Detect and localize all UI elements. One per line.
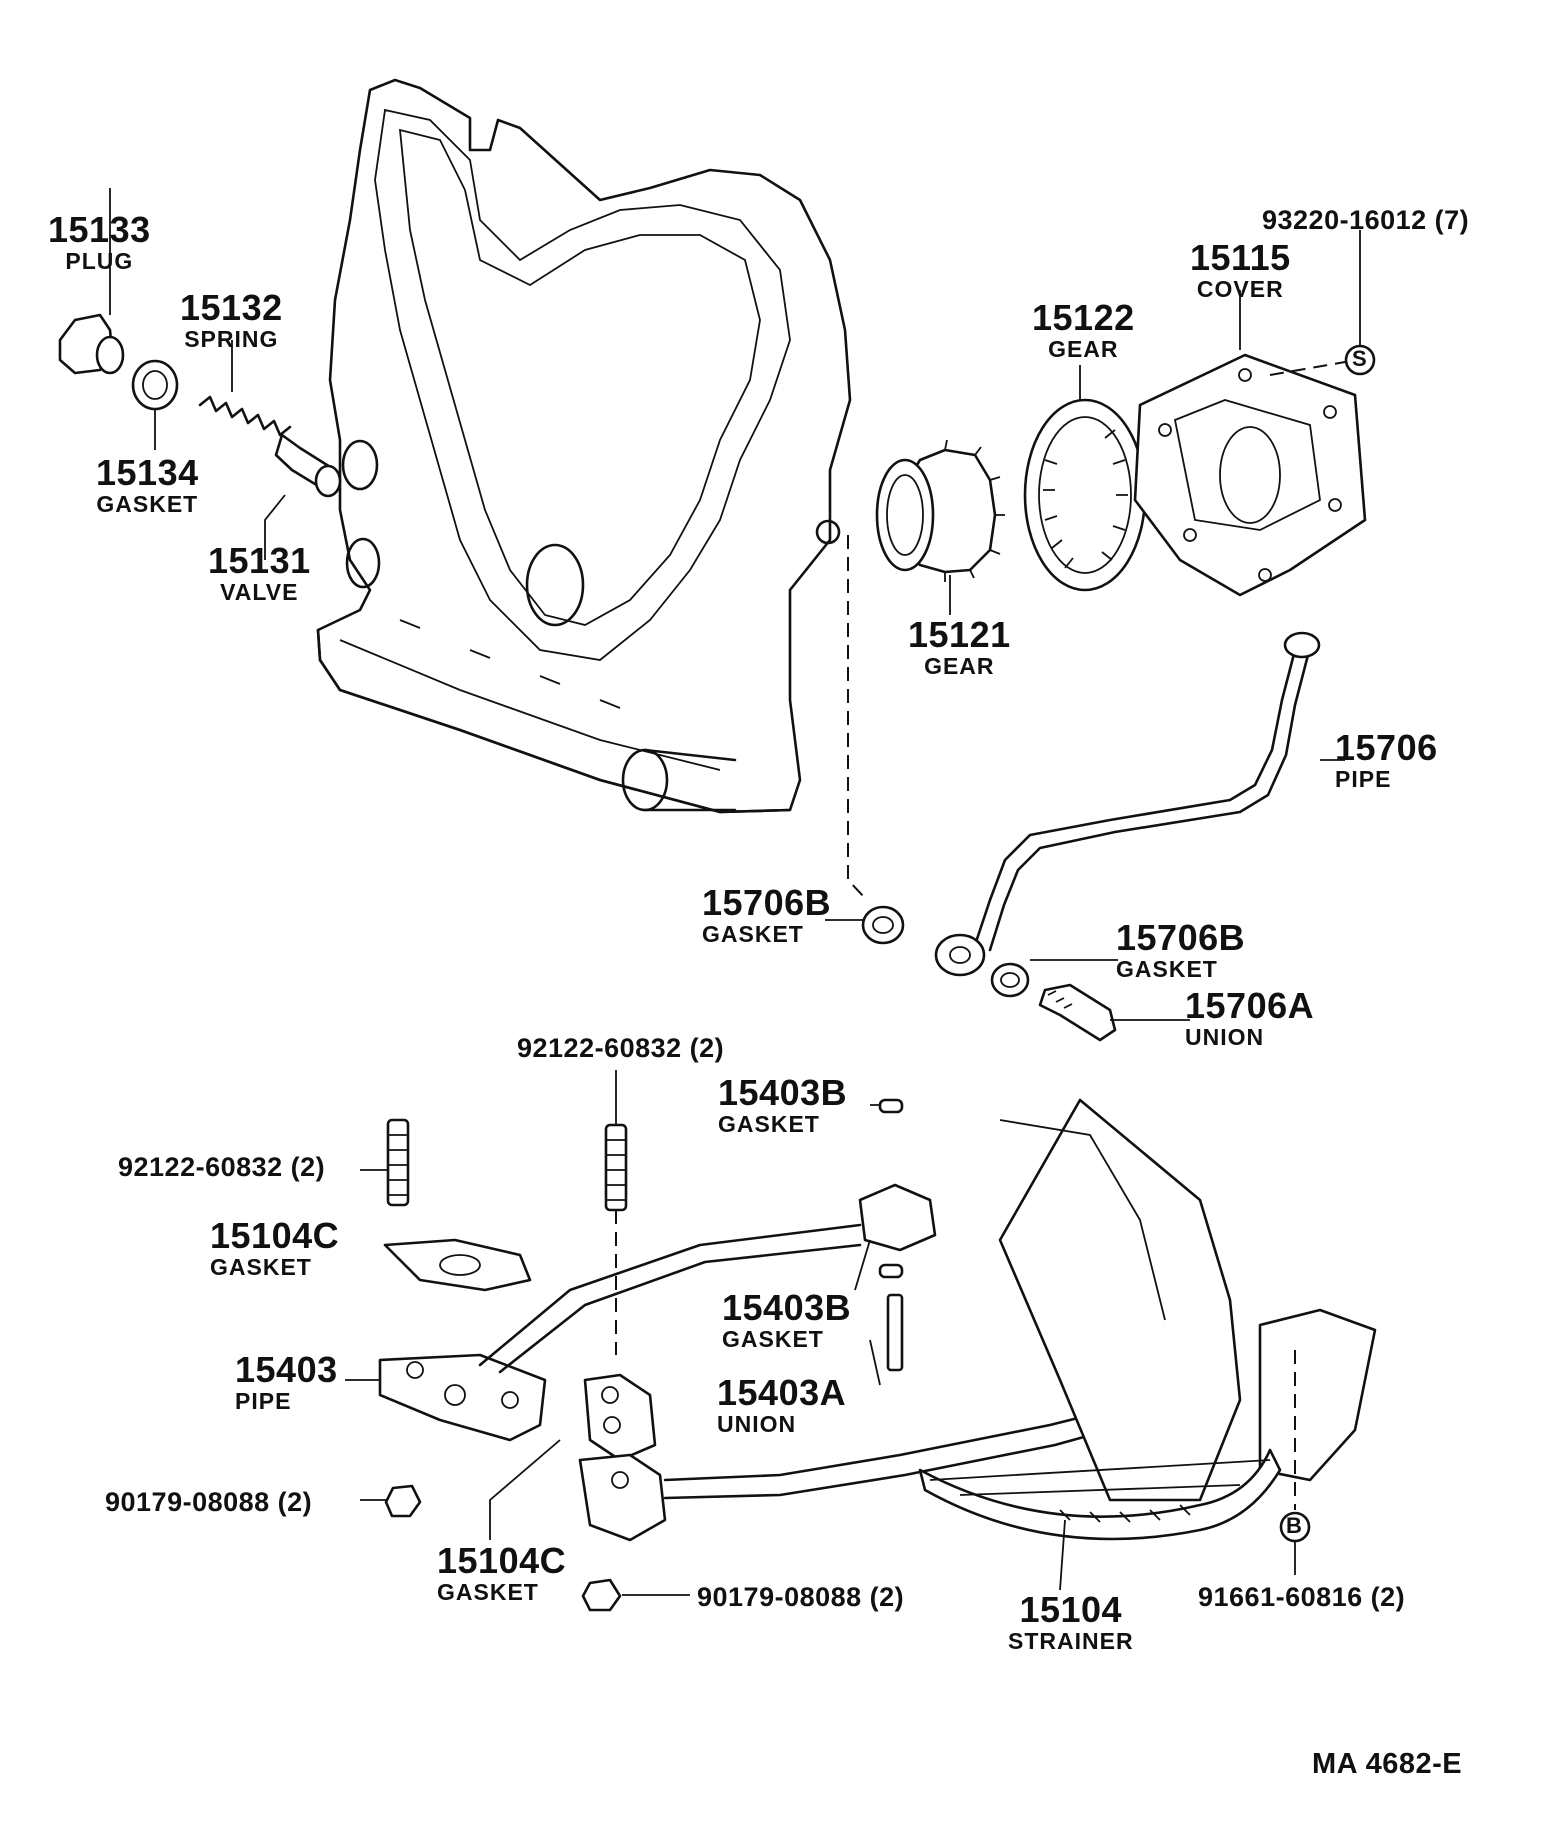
part-name: PLUG xyxy=(65,248,134,274)
driven-gear xyxy=(1023,365,1147,592)
diagram-code: MA 4682-E xyxy=(1312,1748,1463,1780)
drive-gear xyxy=(875,439,1005,615)
part-label-15403b-mid: 15403B GASKET xyxy=(722,1290,851,1351)
part-number: 15115 xyxy=(1190,237,1291,278)
part-label-15121: 15121 GEAR xyxy=(908,617,1011,678)
relief-valve-parts xyxy=(58,188,342,560)
part-number: 15403A xyxy=(717,1372,847,1413)
part-label-15115: 15115 COVER xyxy=(1190,240,1291,301)
part-name: PIPE xyxy=(1335,766,1392,792)
part-name: UNION xyxy=(1185,1024,1265,1050)
part-label-15132: 15132 SPRING xyxy=(180,290,283,351)
marker-s: S xyxy=(1352,346,1368,371)
callout-stud-left: 92122-60832 (2) xyxy=(118,1152,326,1182)
part-label-15706a: 15706A UNION xyxy=(1185,988,1314,1049)
part-number: 15122 xyxy=(1032,297,1135,338)
part-name: GASKET xyxy=(722,1326,824,1352)
part-number: 15706A xyxy=(1185,985,1315,1026)
part-name: GASKET xyxy=(1116,956,1218,982)
part-number: 15121 xyxy=(908,614,1011,655)
callout-nut-bottom: 90179-08088 (2) xyxy=(697,1582,905,1612)
part-number: 15706B xyxy=(702,882,832,923)
part-label-15133: 15133 PLUG xyxy=(48,212,151,273)
part-number: 15133 xyxy=(48,209,151,250)
callout-bolt-cover: 93220-16012 (7) xyxy=(1262,205,1470,235)
oil-pickup-assembly xyxy=(345,1070,1377,1612)
part-label-15706b-right: 15706B GASKET xyxy=(1116,920,1245,981)
part-number: 15104C xyxy=(210,1215,340,1256)
timing-case-housing xyxy=(316,78,852,814)
part-name: GASKET xyxy=(702,921,804,947)
part-number: 15131 xyxy=(208,540,311,581)
part-label-15403a: 15403A UNION xyxy=(717,1375,846,1436)
part-number: 15403B xyxy=(718,1072,848,1113)
part-name: GASKET xyxy=(437,1579,539,1605)
part-number: 15706B xyxy=(1116,917,1246,958)
part-number: 15134 xyxy=(96,452,199,493)
part-name: PIPE xyxy=(235,1388,292,1414)
part-number: 15104C xyxy=(437,1540,567,1581)
oil-pipe-assembly xyxy=(825,535,1345,1042)
pump-cover xyxy=(1133,230,1376,597)
part-number: 15104 xyxy=(1019,1589,1123,1630)
callout-nut-left: 90179-08088 (2) xyxy=(105,1487,313,1517)
part-name: STRAINER xyxy=(1008,1628,1134,1654)
part-label-15134: 15134 GASKET xyxy=(96,455,199,516)
part-name: UNION xyxy=(717,1411,797,1437)
part-label-15104: 15104 STRAINER xyxy=(1008,1592,1134,1653)
part-label-15104c-bottom: 15104C GASKET xyxy=(437,1543,566,1604)
part-number: 15403 xyxy=(235,1349,338,1390)
part-label-15122: 15122 GEAR xyxy=(1032,300,1135,361)
part-name: GEAR xyxy=(1048,336,1119,362)
part-label-15403: 15403 PIPE xyxy=(235,1352,338,1413)
marker-b: B xyxy=(1286,1513,1303,1538)
part-name: COVER xyxy=(1196,276,1284,302)
part-name: GEAR xyxy=(924,653,995,679)
part-number: 15706 xyxy=(1335,727,1438,768)
part-number: 15403B xyxy=(722,1287,852,1328)
part-label-15403b-top: 15403B GASKET xyxy=(718,1075,847,1136)
part-name: GASKET xyxy=(718,1111,820,1137)
part-label-15706: 15706 PIPE xyxy=(1335,730,1438,791)
part-name: SPRING xyxy=(184,326,279,352)
part-name: VALVE xyxy=(220,579,299,605)
callout-stud-center: 92122-60832 (2) xyxy=(517,1033,725,1063)
part-label-15131: 15131 VALVE xyxy=(208,543,311,604)
part-name: GASKET xyxy=(210,1254,312,1280)
part-label-15706b-left: 15706B GASKET xyxy=(702,885,831,946)
part-label-15104c-top: 15104C GASKET xyxy=(210,1218,339,1279)
part-name: GASKET xyxy=(96,491,199,517)
part-number: 15132 xyxy=(180,287,283,328)
callout-bolt-strainer: 91661-60816 (2) xyxy=(1198,1582,1406,1612)
